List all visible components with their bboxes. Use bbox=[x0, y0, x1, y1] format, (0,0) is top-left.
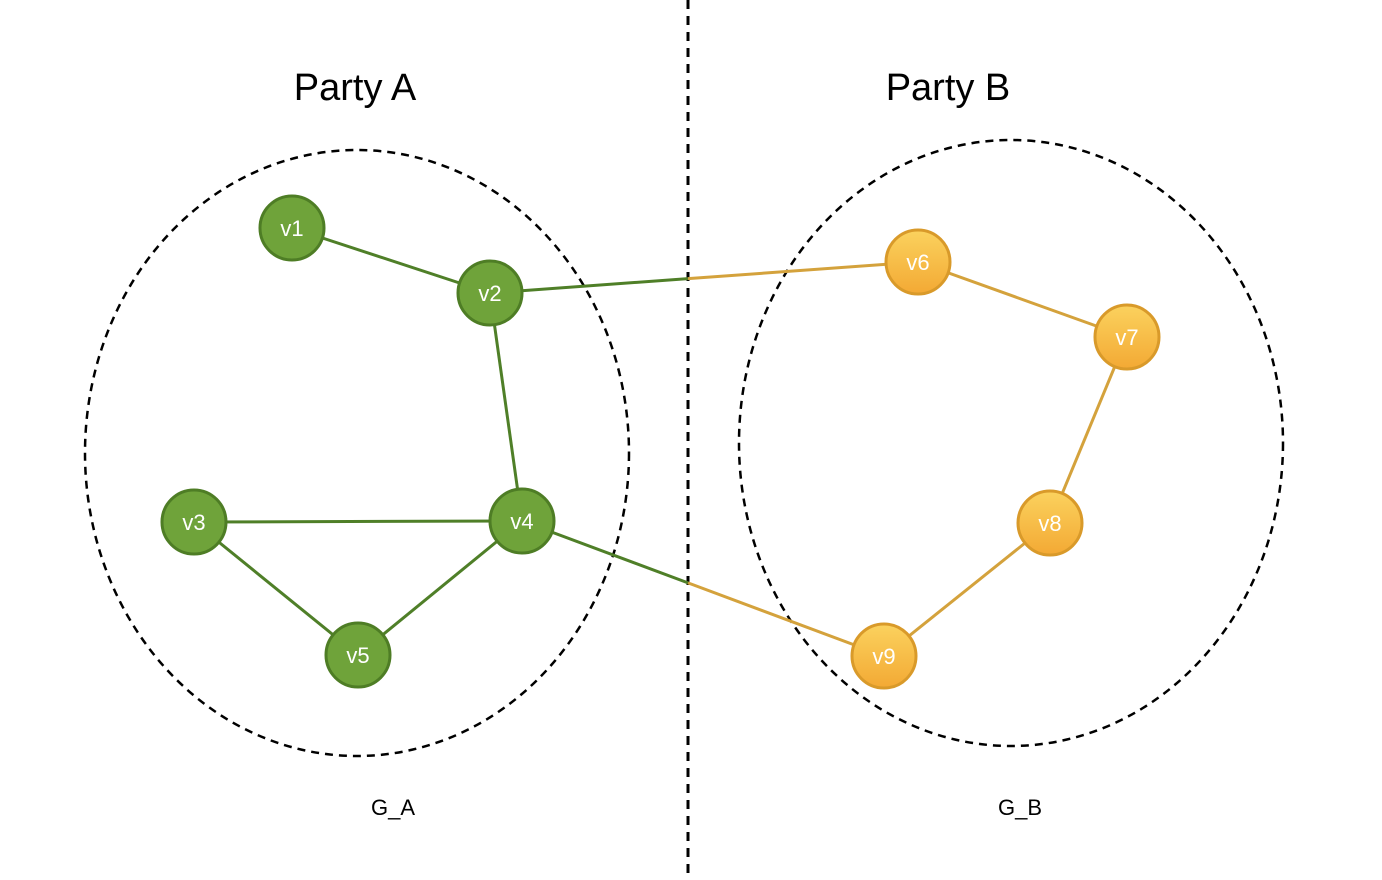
node-label: v8 bbox=[1038, 511, 1061, 536]
edge-v5-v4 bbox=[357, 519, 523, 657]
node-v2: v2 bbox=[456, 259, 524, 327]
edges-layer bbox=[193, 226, 1129, 658]
node-label: v9 bbox=[872, 644, 895, 669]
node-v5: v5 bbox=[324, 621, 392, 689]
node-circle bbox=[324, 621, 392, 689]
node-v8: v8 bbox=[1016, 489, 1084, 557]
edge-v3-v5 bbox=[193, 520, 359, 657]
node-circle bbox=[1093, 303, 1161, 371]
node-circle bbox=[884, 228, 952, 296]
node-circle bbox=[160, 488, 228, 556]
node-circle bbox=[850, 622, 918, 690]
node-label: v4 bbox=[510, 509, 533, 534]
graph-b-boundary bbox=[737, 138, 1285, 748]
node-label: v5 bbox=[346, 643, 369, 668]
node-label: v6 bbox=[906, 250, 929, 275]
party-b-title: Party B bbox=[886, 67, 1011, 109]
node-circle bbox=[258, 194, 326, 262]
node-label: v1 bbox=[280, 216, 303, 241]
node-circle bbox=[488, 487, 556, 555]
node-v1: v1 bbox=[258, 194, 326, 262]
graph-a-label: G_A bbox=[371, 795, 415, 820]
node-v4: v4 bbox=[488, 487, 556, 555]
graph-a-boundary bbox=[83, 148, 631, 758]
party-a-title: Party A bbox=[294, 67, 417, 109]
node-label: v3 bbox=[182, 510, 205, 535]
nodes-layer: v1 v2 v3 v4 v5 v6 v7 v8 v9 bbox=[160, 194, 1161, 690]
node-circle bbox=[456, 259, 524, 327]
edge-v8-v9 bbox=[883, 521, 1051, 658]
node-v7: v7 bbox=[1093, 303, 1161, 371]
node-circle bbox=[1016, 489, 1084, 557]
edge-v3-v4 bbox=[193, 519, 523, 524]
edge-v2-v4 bbox=[488, 292, 524, 522]
node-v6: v6 bbox=[884, 228, 952, 296]
node-label: v7 bbox=[1115, 325, 1138, 350]
node-v9: v9 bbox=[850, 622, 918, 690]
edge-v6-v7 bbox=[917, 260, 1128, 339]
edge-v4-v9-party-b-segment bbox=[687, 581, 885, 658]
edge-v2-v6-party-b-segment bbox=[687, 260, 919, 281]
node-label: v2 bbox=[478, 281, 501, 306]
edge-v1-v2 bbox=[291, 226, 491, 295]
graph-b-label: G_B bbox=[998, 795, 1042, 820]
node-v3: v3 bbox=[160, 488, 228, 556]
edge-v7-v8 bbox=[1048, 336, 1129, 524]
